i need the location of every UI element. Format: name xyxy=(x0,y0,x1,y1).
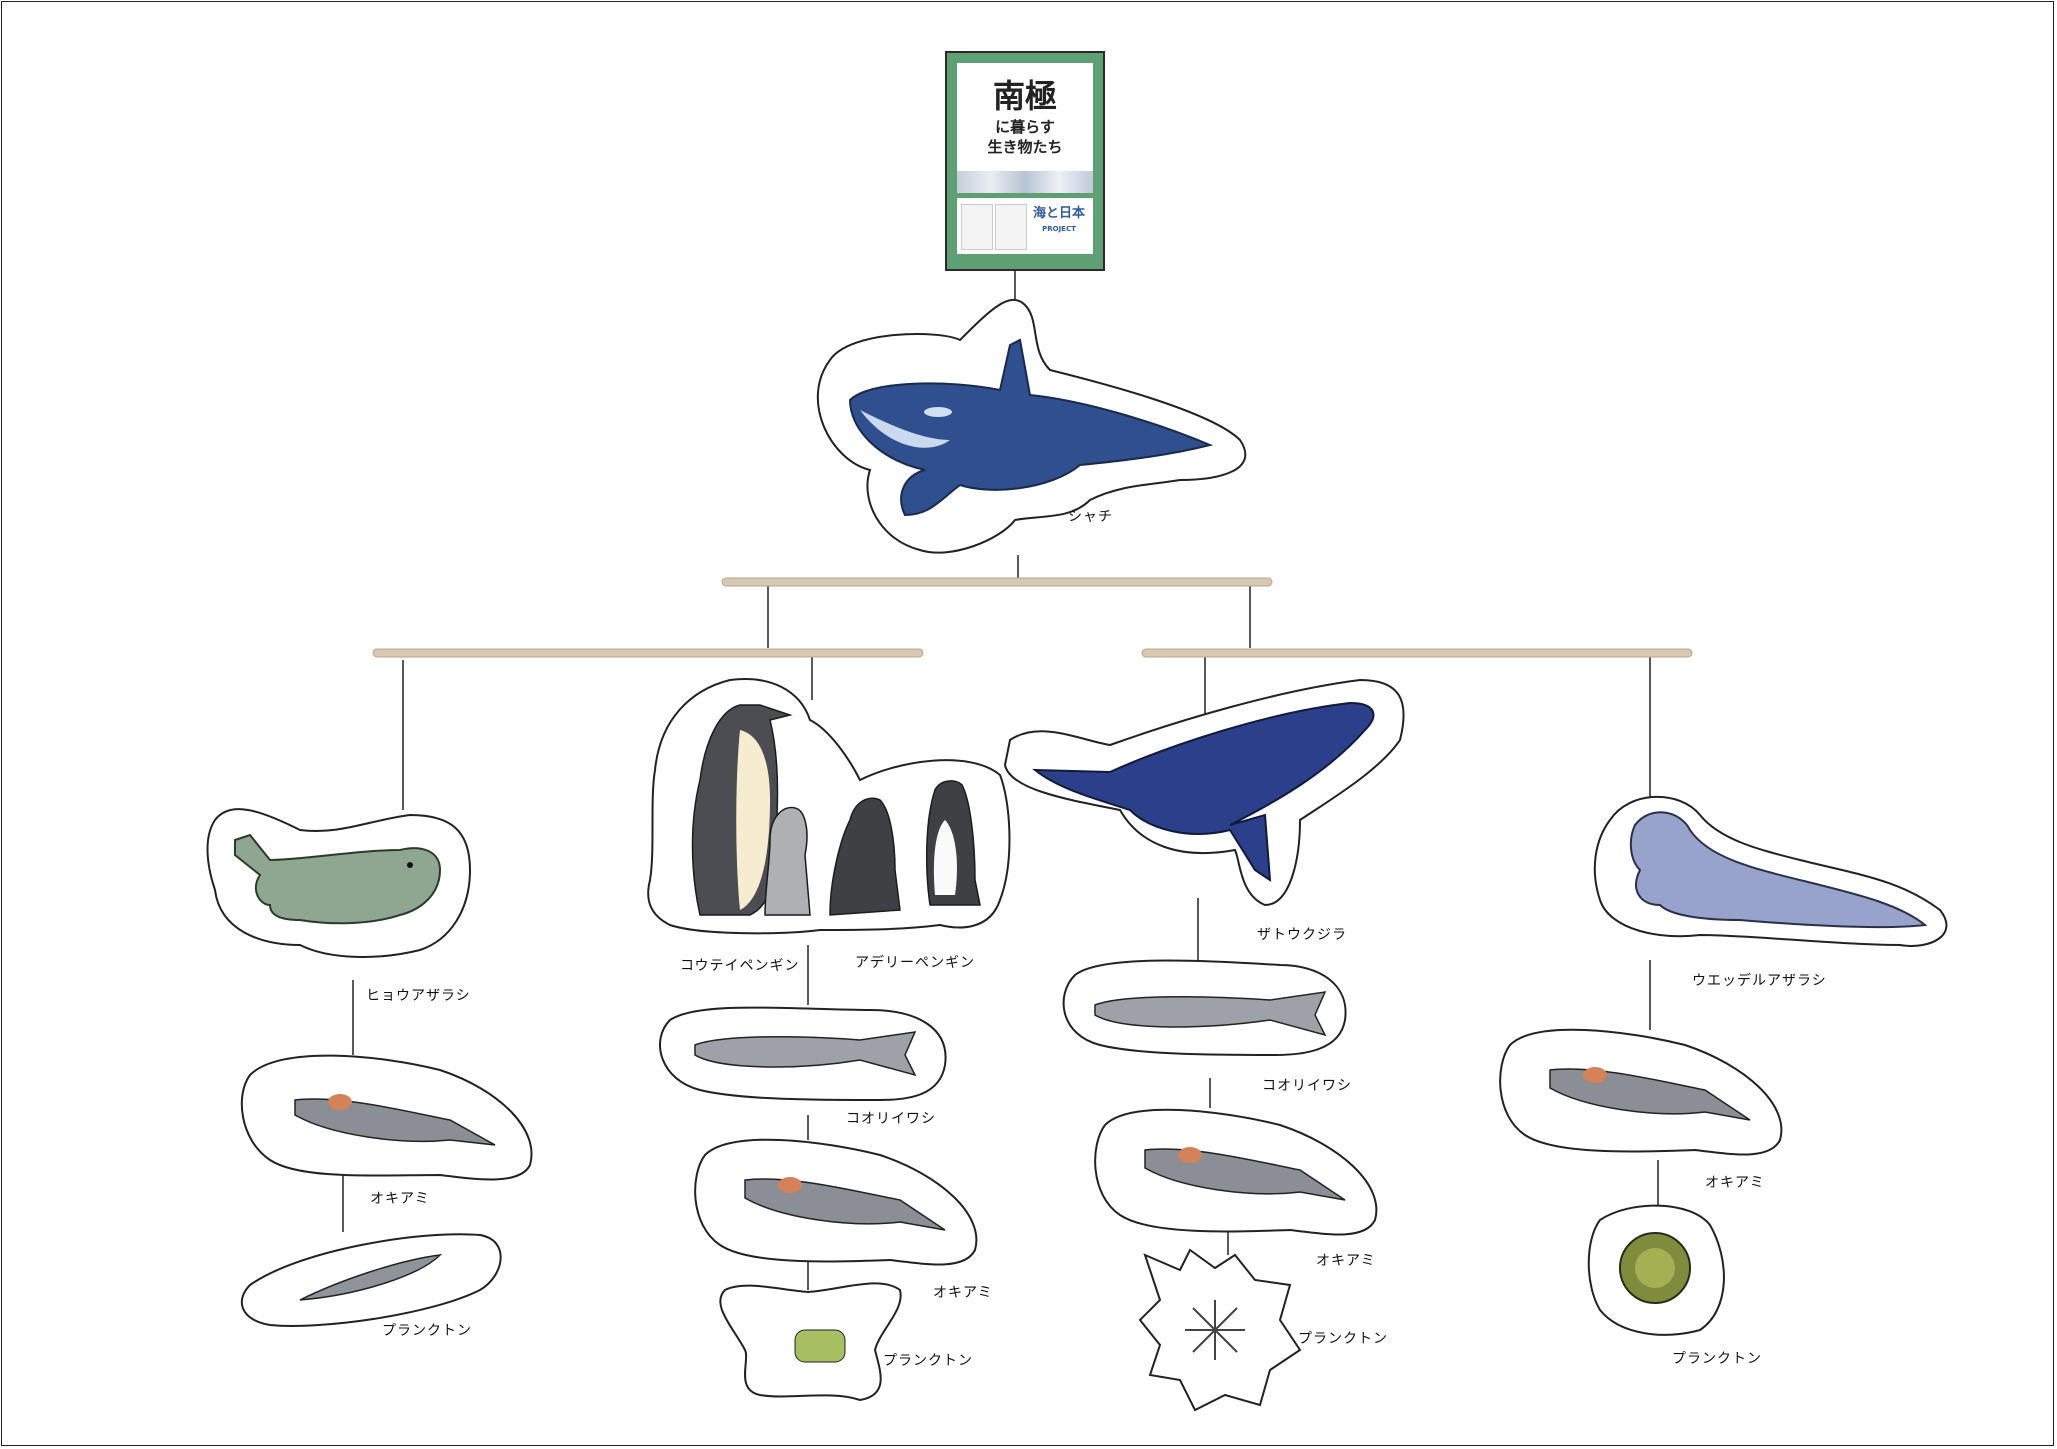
title-card: 南極 に暮らす 生き物たち 海と日本 PROJECT xyxy=(945,51,1105,271)
label-leopard-seal: ヒョウアザラシ xyxy=(366,988,471,1004)
label-emperor-penguin: コウテイペンギン xyxy=(680,958,800,974)
plankton-cutout-1 xyxy=(240,1233,502,1327)
sponsor-logo-1 xyxy=(961,204,993,250)
label-icefish-2: コオリイワシ xyxy=(1262,1078,1352,1094)
ice-illustration xyxy=(957,171,1093,193)
label-adelie-penguin: アデリーペンギン xyxy=(855,955,975,971)
humpback-whale-cutout xyxy=(1003,678,1405,907)
label-humpback-whale: ザトウクジラ xyxy=(1257,927,1347,943)
label-krill-3: オキアミ xyxy=(1316,1253,1376,1269)
title-sub-line-1: に暮らす xyxy=(995,118,1055,136)
stick-top xyxy=(721,577,1273,587)
label-plankton-2: プランクトン xyxy=(883,1353,973,1369)
label-plankton-1: プランクトン xyxy=(382,1323,472,1339)
plankton-cutout-4 xyxy=(1587,1204,1725,1336)
krill-cutout-3 xyxy=(1094,1108,1378,1236)
krill-cutout-2 xyxy=(694,1138,978,1266)
label-krill-1: オキアミ xyxy=(370,1191,430,1207)
umi-to-nippon-logo: 海と日本 PROJECT xyxy=(1029,204,1089,248)
title-sub-line-2: 生き物たち xyxy=(987,138,1063,156)
icefish-cutout-2 xyxy=(1062,959,1347,1057)
label-icefish-1: コオリイワシ xyxy=(846,1111,936,1127)
krill-cutout-1 xyxy=(240,1054,533,1181)
plankton-cutout-3 xyxy=(1138,1248,1302,1412)
weddell-seal-cutout xyxy=(1593,795,1948,947)
label-orca: シャチ xyxy=(1068,509,1113,525)
label-plankton-3: プランクトン xyxy=(1298,1331,1388,1347)
title-subtitle: に暮らす 生き物たち xyxy=(957,117,1093,157)
title-card-panel: 南極 に暮らす 生き物たち xyxy=(957,63,1093,183)
leopard-seal-cutout xyxy=(206,808,472,958)
icefish-cutout-1 xyxy=(659,1006,947,1102)
penguins-cutout xyxy=(647,678,1011,935)
label-krill-4: オキアミ xyxy=(1705,1175,1765,1191)
wooden-sticks xyxy=(372,577,1693,658)
stick-left xyxy=(372,648,924,658)
label-plankton-4: プランクトン xyxy=(1672,1351,1762,1367)
sponsor-logo-2 xyxy=(995,204,1027,250)
logo-area: 海と日本 PROJECT xyxy=(957,198,1093,254)
label-weddell-seal: ウエッデルアザラシ xyxy=(1692,973,1827,989)
logo-sub-text: PROJECT xyxy=(1042,225,1076,233)
krill-cutout-4 xyxy=(1499,1028,1783,1156)
stick-right xyxy=(1141,648,1693,658)
plankton-cutout-2 xyxy=(719,1282,902,1402)
label-krill-2: オキアミ xyxy=(933,1285,993,1301)
title-main: 南極 xyxy=(992,77,1057,115)
orca-cutout xyxy=(816,299,1247,554)
logo-text: 海と日本 xyxy=(1032,206,1085,221)
